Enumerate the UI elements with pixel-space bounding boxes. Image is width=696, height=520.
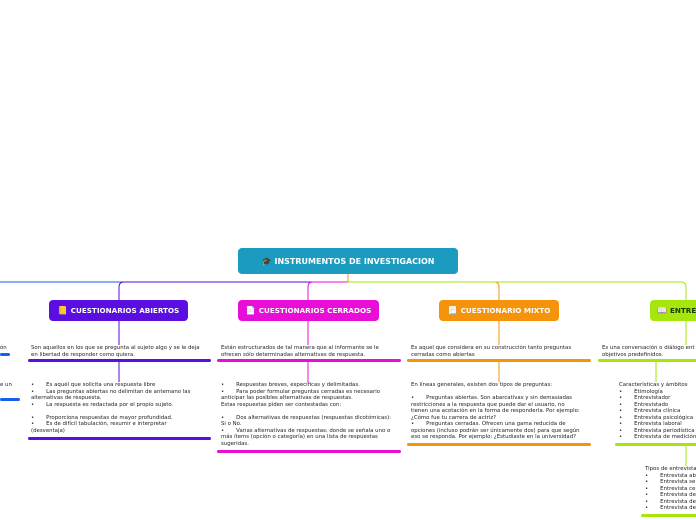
definition-text: Son aquellos en los que se pregunta al s… bbox=[31, 345, 200, 358]
node-entrevista[interactable]: 📖 ENTRE bbox=[650, 300, 696, 321]
underline-bar bbox=[0, 353, 10, 356]
open-book-icon: 📖 bbox=[657, 306, 667, 315]
underline-bar bbox=[407, 359, 591, 362]
details-text: • Es aquél que solicita una respuesta li… bbox=[31, 382, 191, 434]
underline-bar bbox=[641, 514, 696, 517]
node-label: CUESTIONARIOS CERRADOS bbox=[258, 306, 372, 315]
underline-bar bbox=[407, 443, 591, 446]
connector-cerrados bbox=[307, 274, 349, 300]
central-topic-label: INSTRUMENTOS DE INVESTIGACION bbox=[274, 256, 435, 266]
underline-bar bbox=[0, 398, 20, 401]
definition-text: Es aquel que considera en su construcció… bbox=[411, 345, 572, 358]
node-label: ENTRE bbox=[669, 306, 696, 315]
connector-entrevista bbox=[348, 281, 687, 300]
underline-bar bbox=[615, 443, 696, 446]
partial-text: ón bbox=[0, 345, 7, 351]
definition-text: Están estructurados de tal manera que al… bbox=[221, 345, 379, 358]
notebook-icon: 📒 bbox=[57, 306, 68, 315]
node-cuestionarios-abiertos[interactable]: 📒 CUESTIONARIOS ABIERTOS bbox=[49, 300, 188, 321]
graduation-cap-icon: 🎓 bbox=[261, 256, 272, 266]
document-icon: 📃 bbox=[447, 306, 458, 315]
node-cuestionarios-cerrados[interactable]: 📄 CUESTIONARIOS CERRADOS bbox=[238, 300, 379, 321]
connector-mixto bbox=[347, 274, 500, 300]
details-text: • Respuestas breves, específicas y delim… bbox=[221, 382, 391, 447]
underline-bar bbox=[598, 359, 696, 362]
connector-abiertos bbox=[118, 274, 349, 300]
underline-bar bbox=[217, 450, 401, 453]
underline-bar bbox=[28, 437, 211, 440]
connector-left bbox=[0, 274, 349, 283]
partial-text: e un bbox=[0, 382, 12, 388]
node-cuestionario-mixto[interactable]: 📃 CUESTIONARIO MIXTO bbox=[439, 300, 559, 321]
underline-bar bbox=[217, 359, 401, 362]
page-icon: 📄 bbox=[245, 306, 256, 315]
details-text: En líneas generales, existen dos tipos d… bbox=[411, 382, 580, 440]
underline-bar bbox=[28, 359, 211, 362]
central-topic[interactable]: 🎓 INSTRUMENTOS DE INVESTIGACION bbox=[238, 248, 458, 274]
characteristics-text: Características y ámbitos • Etimología •… bbox=[619, 382, 696, 440]
node-label: CUESTIONARIOS ABIERTOS bbox=[70, 306, 180, 315]
node-label: CUESTIONARIO MIXTO bbox=[460, 306, 551, 315]
types-text: Tipos de entrevista • Entrevista ab • En… bbox=[645, 466, 696, 511]
definition-text: Es una conversación o diálogo ent objeti… bbox=[602, 345, 695, 358]
